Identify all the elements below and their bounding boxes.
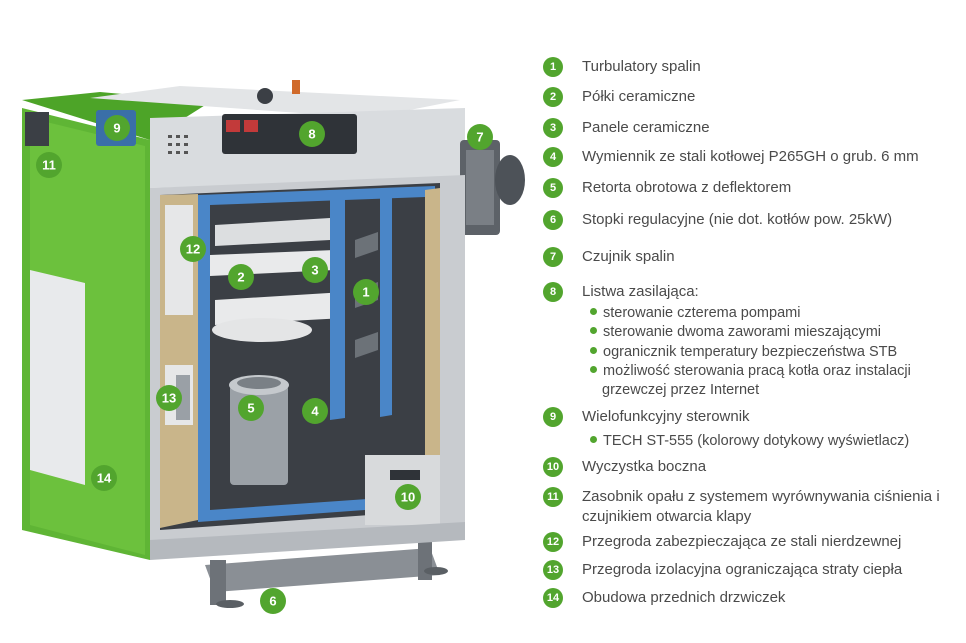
boiler-illustration: 1 2 3 4 5 6 7 8 9 10 11 12 13 14 xyxy=(22,80,525,614)
legend-subitem: sterowanie czterema pompami xyxy=(590,304,800,323)
svg-text:4: 4 xyxy=(311,404,319,419)
legend-subitem: TECH ST-555 (kolorowy dotykowy wyświetla… xyxy=(590,432,909,451)
legend-number: 4 xyxy=(543,147,563,167)
legend-label: Wymiennik ze stali kotłowej P265GH o gru… xyxy=(582,148,919,165)
legend-label: Czujnik spalin xyxy=(582,248,675,265)
legend: 1 Turbulatory spalin 2 Półki ceramiczne … xyxy=(540,0,966,643)
svg-text:7: 7 xyxy=(476,130,483,145)
power-strip xyxy=(222,114,357,154)
svg-text:1: 1 xyxy=(362,285,369,300)
side-insulation xyxy=(425,188,440,507)
legend-label: Wielofunkcyjny sterownik xyxy=(582,408,750,425)
legend-number: 6 xyxy=(543,210,563,230)
legend-label: Panele ceramiczne xyxy=(582,119,710,136)
legend-label: Zasobnik opału z systemem wyrównywania c… xyxy=(582,488,940,505)
flue-sensor-unit xyxy=(460,140,525,235)
legend-label: Półki ceramiczne xyxy=(582,88,696,105)
svg-text:9: 9 xyxy=(113,121,120,136)
legend-subitem: ogranicznik temperatury bezpieczeństwa S… xyxy=(590,343,897,362)
svg-text:5: 5 xyxy=(247,401,254,416)
legend-label: Wyczystka boczna xyxy=(582,458,707,475)
legend-number: 5 xyxy=(543,178,563,198)
legend-label: Obudowa przednich drzwiczek xyxy=(582,589,786,606)
svg-text:13: 13 xyxy=(162,391,176,406)
legend-label: Przegroda izolacyjna ograniczająca strat… xyxy=(582,561,903,578)
legend-subitem-continuation: grzewczej przez Internet xyxy=(602,382,760,398)
legend-number: 13 xyxy=(543,560,563,580)
svg-text:6: 6 xyxy=(269,594,276,609)
legend-label: Przegroda zabezpieczająca ze stali nierd… xyxy=(582,533,902,550)
legend-label: Stopki regulacyjne (nie dot. kotłów pow.… xyxy=(582,211,893,228)
callout-12: 12 xyxy=(180,236,206,262)
legend-label: Retorta obrotowa z deflektorem xyxy=(582,179,792,196)
callout-2: 2 xyxy=(228,264,254,290)
legend-number: 7 xyxy=(543,247,563,267)
svg-text:8: 8 xyxy=(308,127,315,142)
svg-text:2: 2 xyxy=(237,270,244,285)
rotary-retort xyxy=(229,375,289,485)
callout-8: 8 xyxy=(299,121,325,147)
legend-number: 8 xyxy=(543,282,563,302)
legend-number: 11 xyxy=(543,487,563,507)
callout-7: 7 xyxy=(467,124,493,150)
legend-label-line2: czujnikiem otwarcia klapy xyxy=(582,508,752,525)
svg-text:11: 11 xyxy=(42,158,56,173)
boiler-stand xyxy=(205,540,448,608)
callout-10: 10 xyxy=(395,484,421,510)
callout-9: 9 xyxy=(104,115,130,141)
callout-3: 3 xyxy=(302,257,328,283)
legend-label: Turbulatory spalin xyxy=(582,58,701,75)
bullet-icon xyxy=(590,435,597,443)
legend-number: 14 xyxy=(543,588,563,608)
legend-number: 9 xyxy=(543,407,563,427)
svg-text:3: 3 xyxy=(311,263,318,278)
callout-5: 5 xyxy=(238,395,264,421)
callout-14: 14 xyxy=(91,465,117,491)
callout-11: 11 xyxy=(36,152,62,178)
callout-6: 6 xyxy=(260,588,286,614)
bullet-icon xyxy=(590,307,597,315)
legend-number: 2 xyxy=(543,87,563,107)
svg-text:10: 10 xyxy=(401,490,415,505)
legend-subitem: sterowanie dwoma zaworami mieszającymi xyxy=(590,323,881,342)
legend-number: 12 xyxy=(543,532,563,552)
legend-label: Listwa zasilająca: xyxy=(582,283,699,300)
legend-number: 1 xyxy=(543,57,563,77)
svg-text:14: 14 xyxy=(97,471,112,486)
legend-number: 10 xyxy=(543,457,563,477)
callout-1: 1 xyxy=(353,279,379,305)
boiler-top xyxy=(90,86,460,118)
bullet-icon xyxy=(590,365,597,373)
bullet-icon xyxy=(590,346,597,354)
legend-subitem: możliwość sterowania pracą kotła oraz in… xyxy=(590,362,911,381)
svg-text:12: 12 xyxy=(186,242,200,257)
legend-number: 3 xyxy=(543,118,563,138)
bullet-icon xyxy=(590,326,597,334)
callout-13: 13 xyxy=(156,385,182,411)
callout-4: 4 xyxy=(302,398,328,424)
